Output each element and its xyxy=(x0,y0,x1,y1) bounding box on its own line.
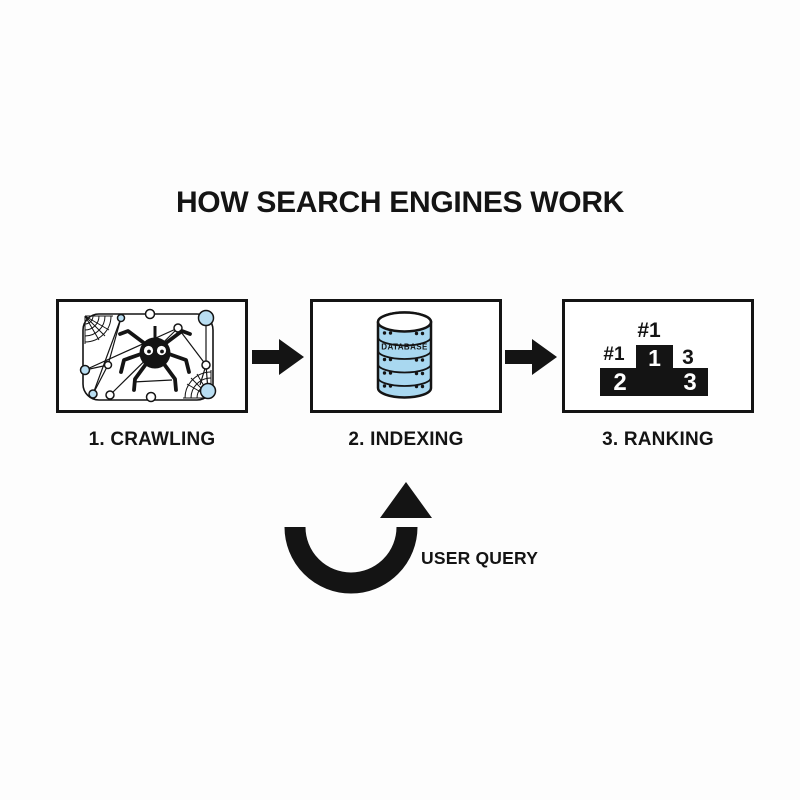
podium-left-caption: #1 xyxy=(603,344,625,365)
corner-web-top-left xyxy=(84,315,113,344)
page-title: HOW SEARCH ENGINES WORK xyxy=(175,186,625,219)
database-icon: DATABASE xyxy=(376,311,433,399)
crawling-step-box xyxy=(56,299,248,413)
curved-up-arrow-icon xyxy=(284,482,432,594)
indexing-step-box: DATABASE xyxy=(310,299,502,413)
user-query-label: USER QUERY xyxy=(421,548,539,568)
podium-rank-3: 3 xyxy=(683,369,697,396)
podium-base-block xyxy=(600,368,708,396)
podium-icon: #1 #1 3 1 2 3 xyxy=(565,302,751,410)
podium-rank-1: 1 xyxy=(648,345,661,371)
spider-icon xyxy=(118,326,192,392)
podium-rank-2: 2 xyxy=(613,369,627,396)
ranking-step-box: #1 #1 3 1 2 3 xyxy=(562,299,754,413)
ranking-label: 3. RANKING xyxy=(602,429,714,450)
spider-web-icon xyxy=(79,308,217,403)
indexing-label: 2. INDEXING xyxy=(348,429,464,450)
podium-right-caption: 3 xyxy=(682,346,694,369)
podium-top-caption: #1 xyxy=(637,319,661,342)
crawling-label: 1. CRAWLING xyxy=(88,429,216,450)
database-dots xyxy=(382,331,425,389)
arrow-right-icon xyxy=(505,339,557,375)
database-label: DATABASE xyxy=(381,343,428,352)
arrow-right-icon xyxy=(252,339,304,375)
